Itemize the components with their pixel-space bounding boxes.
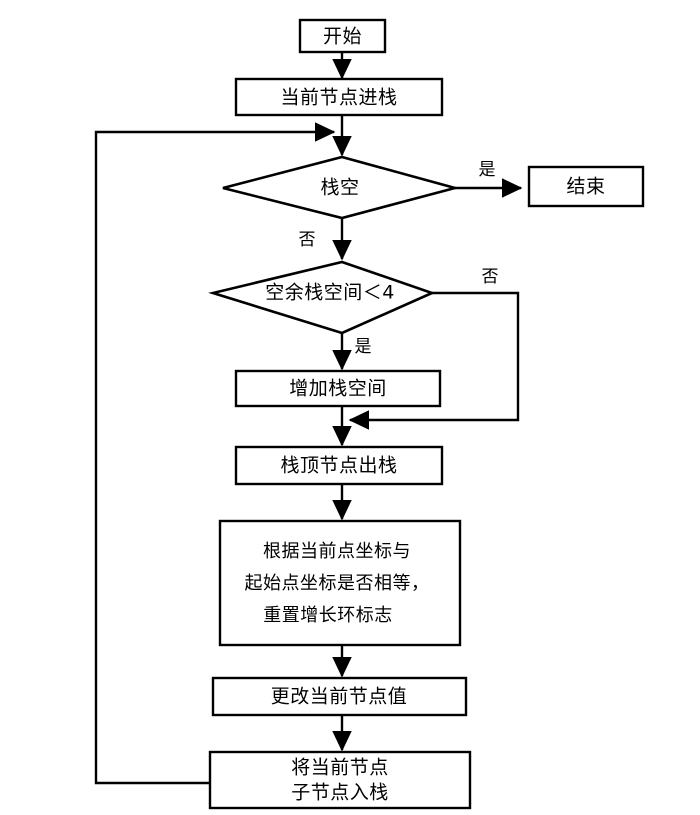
node-compare-coord-shape[interactable] [218, 519, 462, 647]
node-update-value-shape[interactable] [211, 676, 468, 717]
node-free-space-label: 空余栈空间＜4 [265, 282, 395, 304]
node-free-space[interactable]: 空余栈空间＜4 [208, 260, 436, 335]
node-grow-stack-label: 增加栈空间 [289, 378, 387, 400]
node-push-children-label-line1: 将当前节点 [291, 757, 389, 779]
node-grow-stack-shape[interactable] [234, 369, 442, 408]
edge-labels-layer: 是 否 否 是 [299, 160, 499, 357]
node-push-current-label: 当前节点进栈 [280, 87, 397, 109]
node-update-value[interactable]: 更改当前节点值 [211, 676, 468, 717]
edge-push-children-to-stack-empty-loop [94, 122, 336, 785]
node-compare-coord-label-line3: 重置增长环标志 [263, 605, 393, 626]
node-compare-coord-label-line1: 根据当前点坐标与 [263, 541, 411, 562]
node-compare-coord[interactable]: 根据当前点坐标与 起始点坐标是否相等， 重置增长环标志 [218, 519, 462, 647]
nodes-layer: 开始 当前节点进栈 栈空 结束 空余栈空间＜4 [208, 18, 645, 810]
node-push-children-shape[interactable] [208, 750, 472, 810]
node-push-current-shape[interactable] [234, 77, 444, 117]
node-update-value-label: 更改当前节点值 [271, 686, 408, 708]
node-start[interactable]: 开始 [298, 18, 387, 54]
node-end[interactable]: 结束 [527, 165, 645, 208]
edges-layer [94, 52, 523, 785]
node-stack-empty[interactable]: 栈空 [222, 155, 460, 220]
node-stack-empty-shape[interactable] [222, 155, 460, 220]
node-push-children-label-line2: 子节点入栈 [291, 782, 389, 804]
edge-label-free-space-no: 否 [482, 267, 499, 287]
edge-label-stack-empty-no: 否 [299, 230, 316, 250]
node-end-shape[interactable] [527, 165, 645, 208]
node-start-shape[interactable] [298, 18, 387, 54]
node-end-label: 结束 [566, 176, 605, 198]
node-push-current[interactable]: 当前节点进栈 [234, 77, 444, 117]
node-pop-top-shape[interactable] [234, 445, 444, 486]
node-pop-top-label: 栈顶节点出栈 [280, 455, 397, 477]
edge-free-space-bypass-to-pop-top [348, 291, 520, 430]
node-grow-stack[interactable]: 增加栈空间 [234, 369, 442, 408]
node-pop-top[interactable]: 栈顶节点出栈 [234, 445, 444, 486]
edge-label-stack-empty-yes: 是 [479, 160, 496, 180]
node-free-space-shape[interactable] [208, 260, 436, 335]
node-push-children[interactable]: 将当前节点 子节点入栈 [208, 750, 472, 810]
node-stack-empty-label: 栈空 [320, 177, 359, 199]
edge-label-free-space-yes: 是 [355, 337, 372, 357]
node-compare-coord-label-line2: 起始点坐标是否相等， [245, 573, 430, 594]
node-start-label: 开始 [323, 26, 362, 48]
